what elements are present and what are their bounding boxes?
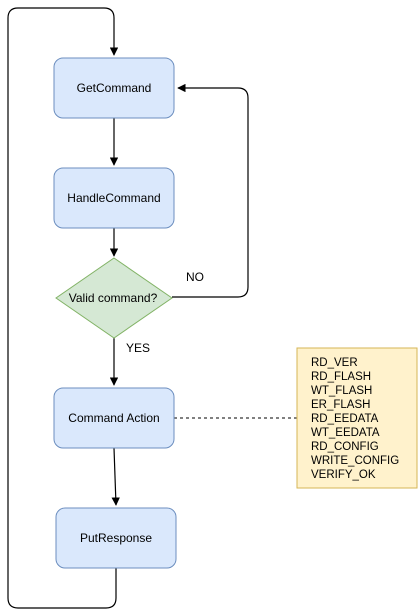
node-command-action[interactable]: Command Action bbox=[53, 387, 175, 449]
edge-putresponse-loop-to-getcommand bbox=[7, 7, 119, 609]
edge-valid-no-to-getcommand bbox=[172, 83, 249, 298]
node-valid-command-decision[interactable]: Valid command? bbox=[55, 257, 173, 339]
edge-label-yes: YES bbox=[126, 341, 150, 355]
note-line-6: RD_CONFIG bbox=[311, 441, 379, 453]
note-line-4: RD_EEDATA bbox=[311, 413, 379, 425]
node-valid-command-label: Valid command? bbox=[69, 291, 158, 305]
node-command-action-label: Command Action bbox=[68, 411, 159, 425]
node-getcommand[interactable]: GetCommand bbox=[53, 57, 175, 119]
note-line-3: ER_FLASH bbox=[311, 399, 370, 411]
node-handlecommand[interactable]: HandleCommand bbox=[53, 167, 175, 229]
command-list-note[interactable]: RD_VER RD_FLASH WT_FLASH ER_FLASH RD_EED… bbox=[296, 347, 418, 489]
node-putresponse-label: PutResponse bbox=[80, 531, 152, 545]
note-line-0: RD_VER bbox=[311, 357, 358, 369]
node-getcommand-label: GetCommand bbox=[77, 81, 152, 95]
note-line-7: WRITE_CONFIG bbox=[311, 455, 399, 467]
node-handlecommand-label: HandleCommand bbox=[67, 191, 160, 205]
edge-action-to-putresponse bbox=[111, 447, 120, 506]
note-line-1: RD_FLASH bbox=[311, 371, 371, 383]
note-line-8: VERIFY_OK bbox=[311, 469, 376, 481]
note-line-2: WT_FLASH bbox=[311, 385, 372, 397]
node-putresponse[interactable]: PutResponse bbox=[55, 507, 177, 569]
note-line-5: WT_EEDATA bbox=[311, 427, 380, 439]
edge-label-no: NO bbox=[186, 270, 204, 284]
